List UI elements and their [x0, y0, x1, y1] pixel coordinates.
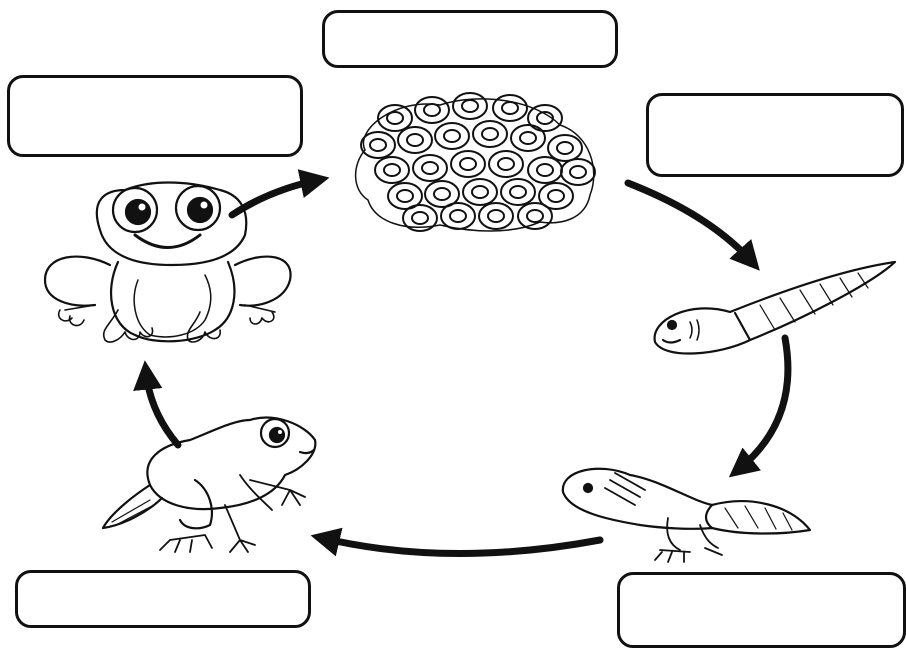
egg-yolk: [386, 111, 404, 125]
label-box-bottom-left[interactable]: [15, 570, 311, 628]
egg-yolk: [433, 187, 451, 201]
egg-yolk: [547, 189, 565, 203]
egg-cell: [500, 178, 536, 206]
egg-yolk: [423, 103, 441, 117]
egg-yolk: [459, 157, 477, 171]
egg-cell: [377, 104, 413, 132]
tadpole-icon: [653, 260, 897, 355]
egg-yolk: [519, 131, 537, 145]
egg-yolk: [536, 111, 554, 125]
egg-cell: [478, 202, 514, 230]
egg-yolk: [443, 129, 461, 143]
egg-cell: [462, 178, 498, 206]
adult-frog-icon: [43, 181, 292, 343]
egg-yolk: [501, 101, 519, 115]
egg-cell: [472, 120, 508, 148]
arrow-froglet-to-frog: [133, 360, 182, 449]
egg-yolk: [383, 163, 401, 177]
arrow-legs-to-froglet: [310, 527, 604, 558]
egg-cell: [527, 156, 563, 184]
arrow-tadpole-to-legs: [728, 334, 792, 478]
egg-cell: [414, 96, 450, 124]
egg-cell: [510, 124, 546, 152]
egg-yolk: [421, 161, 439, 175]
egg-cell: [424, 180, 460, 208]
label-box-right-top[interactable]: [646, 93, 904, 177]
egg-yolk: [406, 133, 424, 147]
egg-yolk: [509, 185, 527, 199]
egg-cell: [560, 158, 596, 186]
egg-cell: [488, 150, 524, 178]
egg-yolk: [481, 127, 499, 141]
label-box-top[interactable]: [322, 10, 618, 68]
egg-yolk: [556, 141, 574, 155]
egg-yolk: [487, 209, 505, 223]
egg-cell: [402, 204, 438, 232]
egg-cell: [440, 202, 476, 230]
egg-cell: [434, 122, 470, 150]
egg-yolk: [526, 209, 544, 223]
egg-cell: [547, 134, 583, 162]
egg-yolk: [536, 163, 554, 177]
egg-yolk: [461, 99, 479, 113]
egg-cell: [517, 202, 553, 230]
egg-cell: [538, 182, 574, 210]
egg-cell: [387, 182, 423, 210]
egg-cell: [492, 94, 528, 122]
egg-cell: [450, 150, 486, 178]
arrow-frog-to-eggs: [228, 169, 330, 219]
egg-cell: [374, 156, 410, 184]
egg-cell: [360, 131, 396, 159]
egg-yolk: [411, 211, 429, 225]
egg-yolk: [396, 189, 414, 203]
egg-cell: [527, 104, 563, 132]
arrow-eggs-to-tadpole: [624, 179, 760, 271]
egg-yolk: [471, 185, 489, 199]
egg-yolk: [569, 165, 587, 179]
eggs-icon: [354, 92, 596, 232]
froglet-icon: [101, 416, 317, 553]
label-box-bottom-right[interactable]: [617, 572, 906, 648]
egg-cell: [397, 126, 433, 154]
egg-yolk: [497, 157, 515, 171]
egg-cell: [452, 92, 488, 120]
tadpole-with-legs-icon: [561, 467, 812, 563]
egg-cell: [412, 154, 448, 182]
label-box-left-top[interactable]: [7, 75, 303, 157]
egg-yolk: [369, 138, 387, 152]
egg-yolk: [449, 209, 467, 223]
